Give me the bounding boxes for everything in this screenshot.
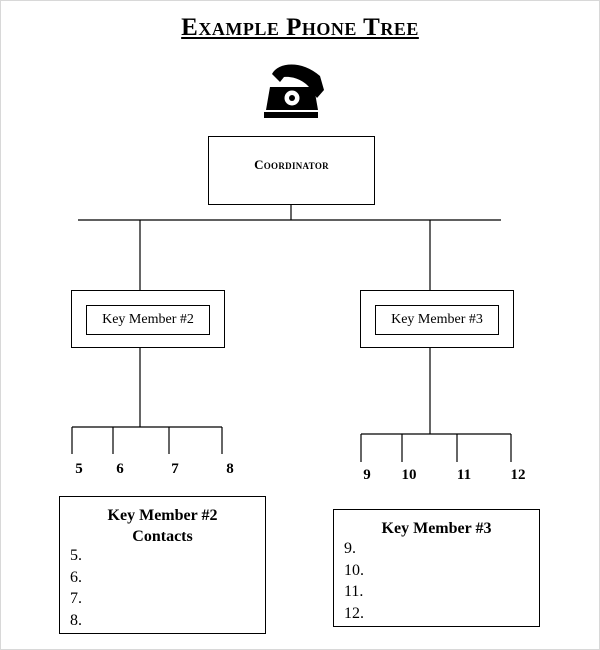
contact-number-10: 10 [401,467,417,483]
telephone-icon [262,60,328,120]
contacts-box-title-line1: Key Member #2 [107,507,218,524]
contact-number-11: 11 [456,467,472,483]
list-item: 7. [70,590,82,607]
contact-number-9: 9 [363,467,371,483]
contact-number-5: 5 [75,461,83,477]
contacts-box-title: Key Member #3 [381,520,492,537]
key-member-2-label: Key Member #2 [86,305,210,335]
list-item: 8. [70,611,82,629]
key-member-2-box: Key Member #2 [71,290,225,348]
list-item: 5. [70,547,82,564]
coordinator-box: Coordinator [208,136,375,205]
list-item: 12. [344,604,364,622]
list-item: 6. [70,568,82,586]
list-item: 9. [344,540,356,557]
contacts-box-title: Key Member #2 Contacts [60,497,265,547]
list-item: 10. [344,561,364,579]
key-member-3-box: Key Member #3 [360,290,514,348]
contact-number-6: 6 [116,461,124,477]
key-member-3-label: Key Member #3 [375,305,499,335]
contacts-box-title-line2: Contacts [132,528,193,545]
page-title: Example Phone Tree [181,14,419,41]
list-item: 11. [344,583,364,600]
contacts-list: 9. 10. 11. 12. [344,538,364,624]
contact-number-12: 12 [510,467,526,483]
contact-number-8: 8 [226,461,234,477]
contacts-list: 5. 6. 7. 8. [70,545,82,631]
key-member-3-contacts-box: Key Member #3 9. 10. 11. 12. [333,509,540,627]
contact-number-7: 7 [171,461,179,477]
key-member-2-contacts-box: Key Member #2 Contacts 5. 6. 7. 8. [59,496,266,634]
coordinator-label: Coordinator [254,157,329,172]
